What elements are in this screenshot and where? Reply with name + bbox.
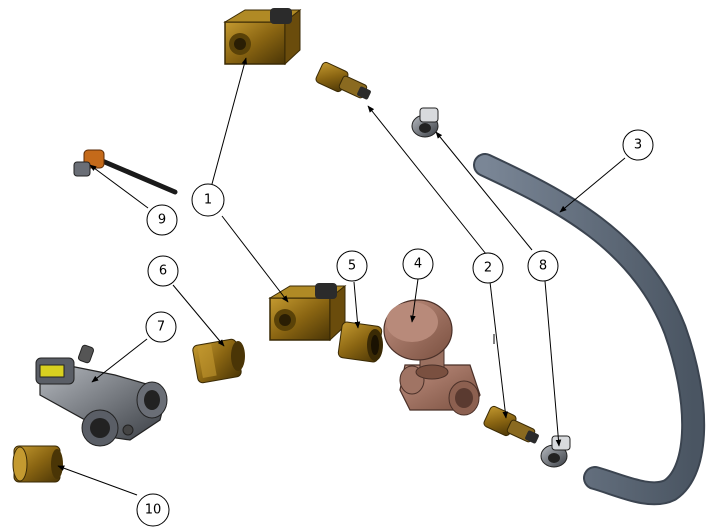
balloon-9-label: 9 [158,213,166,228]
leader-8b [544,280,562,447]
balloon-1-label: 1 [204,193,212,208]
balloon-7: 7 [145,311,177,343]
probe-part [73,149,178,195]
leader-5 [353,281,361,329]
balloon-5: 5 [336,250,368,282]
balloon-4: 4 [402,248,434,280]
leader-9 [89,164,149,209]
leader-8a [435,131,533,251]
balloon-6: 6 [147,255,179,287]
bushing-part [12,445,63,483]
leader-3 [559,157,626,213]
balloon-6-label: 6 [159,264,167,279]
leader-6 [172,284,225,347]
balloon-3-label: 3 [634,138,642,153]
hose-clamp-top [411,107,439,138]
balloon-9: 9 [146,204,178,236]
balloon-3: 3 [622,129,654,161]
balloon-4-label: 4 [414,257,422,272]
balloon-5-label: 5 [348,259,356,274]
balloon-7-label: 7 [157,320,165,335]
hose-barb-bottom [483,405,539,444]
balloon-2-label: 2 [484,261,492,276]
elbow-fitting-top [223,8,302,66]
balloon-8: 8 [527,250,559,282]
balloon-8-label: 8 [539,259,547,274]
leader-1b [221,215,289,303]
hose-clamp-bottom [540,435,571,468]
hose-barb-top [315,61,371,100]
nipple-part [337,321,383,363]
leader-7 [91,338,148,383]
elbow-fitting-bottom [268,283,347,342]
sensor-assembly-part [35,344,168,447]
leader-1a [211,57,248,185]
hose-part [473,153,706,506]
leader-lines [57,57,626,496]
leader-10 [57,465,138,496]
leader-2a [367,105,487,255]
balloon-10-label: 10 [145,503,162,518]
adapter-part [192,338,245,384]
balloon-2: 2 [472,252,504,284]
balloon-10: 10 [136,493,170,527]
valve-part [383,299,481,416]
leader-4 [410,278,419,323]
balloon-1: 1 [191,183,225,217]
leader-2b [489,281,509,419]
